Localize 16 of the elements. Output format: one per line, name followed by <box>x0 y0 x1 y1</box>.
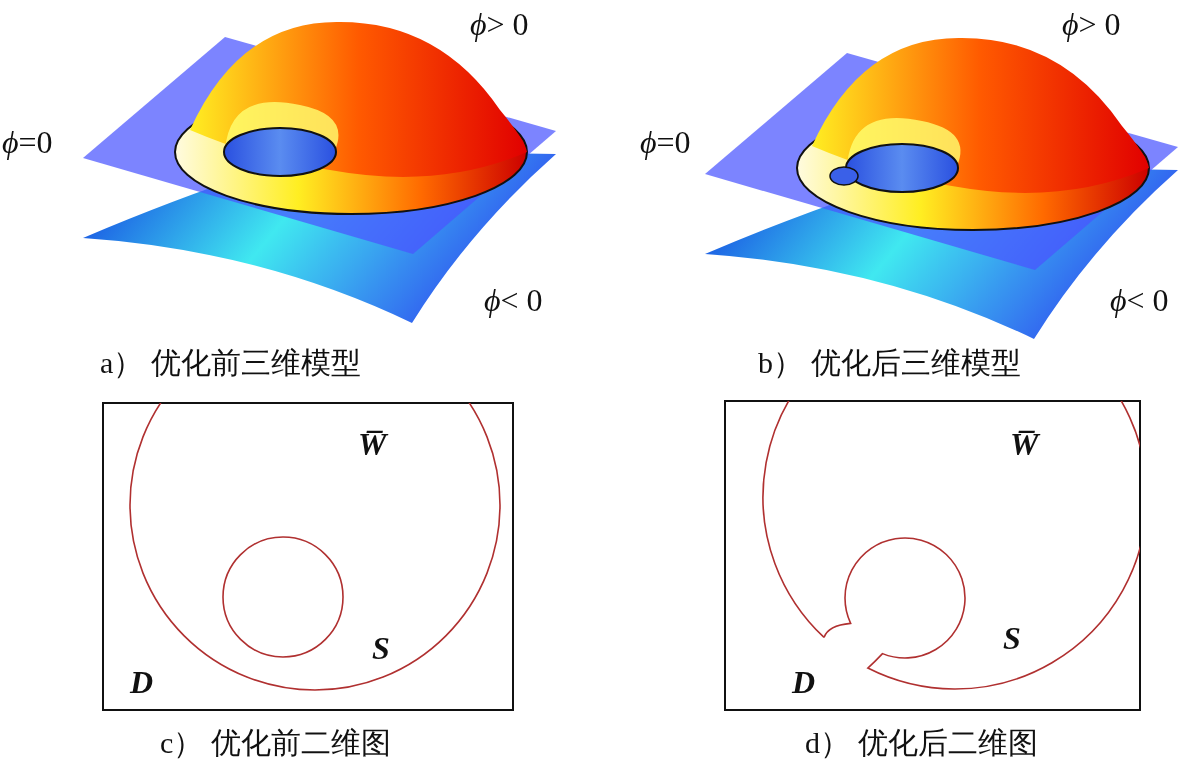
subfigure-caption: b） 优化后三维模型 <box>758 348 1021 378</box>
formula-label: ϕ> 0 <box>1062 8 1121 40</box>
subfigure-caption: c） 优化前二维图 <box>160 728 391 758</box>
formula-label: ϕ> 0 <box>470 8 529 40</box>
region-label: W̅ <box>358 428 387 460</box>
formula-label: ϕ< 0 <box>484 284 543 316</box>
subfigure-caption: a） 优化前三维模型 <box>100 348 361 378</box>
formula-label: ϕ< 0 <box>1110 284 1169 316</box>
formula-label: ϕ=0 <box>640 126 691 158</box>
region-label: D <box>130 666 154 698</box>
subfigure-caption: d） 优化后二维图 <box>805 728 1038 758</box>
region-label: W̅ <box>1010 428 1039 460</box>
region-label: D <box>792 666 816 698</box>
region-label: S <box>372 632 390 664</box>
formula-label: ϕ=0 <box>2 126 53 158</box>
region-label: S <box>1003 622 1021 654</box>
